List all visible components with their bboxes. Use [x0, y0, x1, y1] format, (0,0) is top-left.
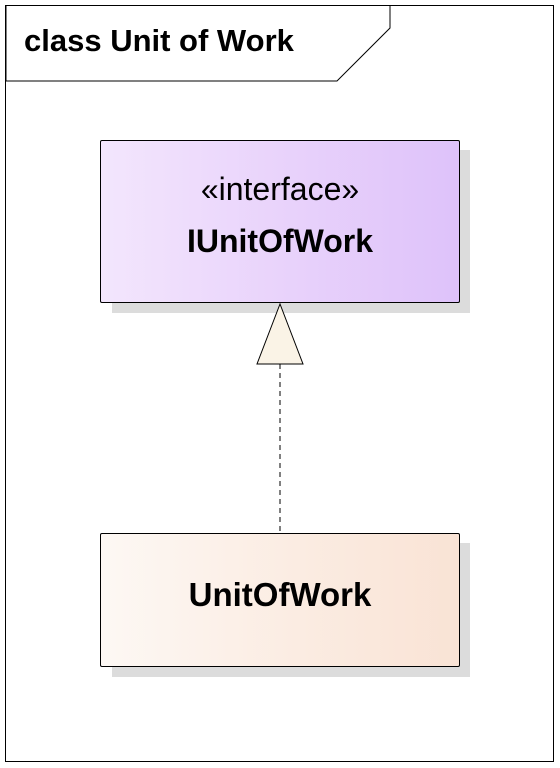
implementation-class-name: UnitOfWork — [188, 576, 372, 613]
diagram-frame: class Unit of Work — [5, 5, 554, 762]
frame-title: class Unit of Work — [24, 23, 294, 58]
implementation-class-box[interactable]: UnitOfWork — [100, 533, 460, 667]
interface-stereotype: «interface» — [200, 171, 360, 207]
frame-title-tab — [6, 6, 391, 82]
interface-class-box[interactable]: «interface» IUnitOfWork — [100, 140, 460, 303]
interface-class-name: IUnitOfWork — [186, 223, 374, 259]
